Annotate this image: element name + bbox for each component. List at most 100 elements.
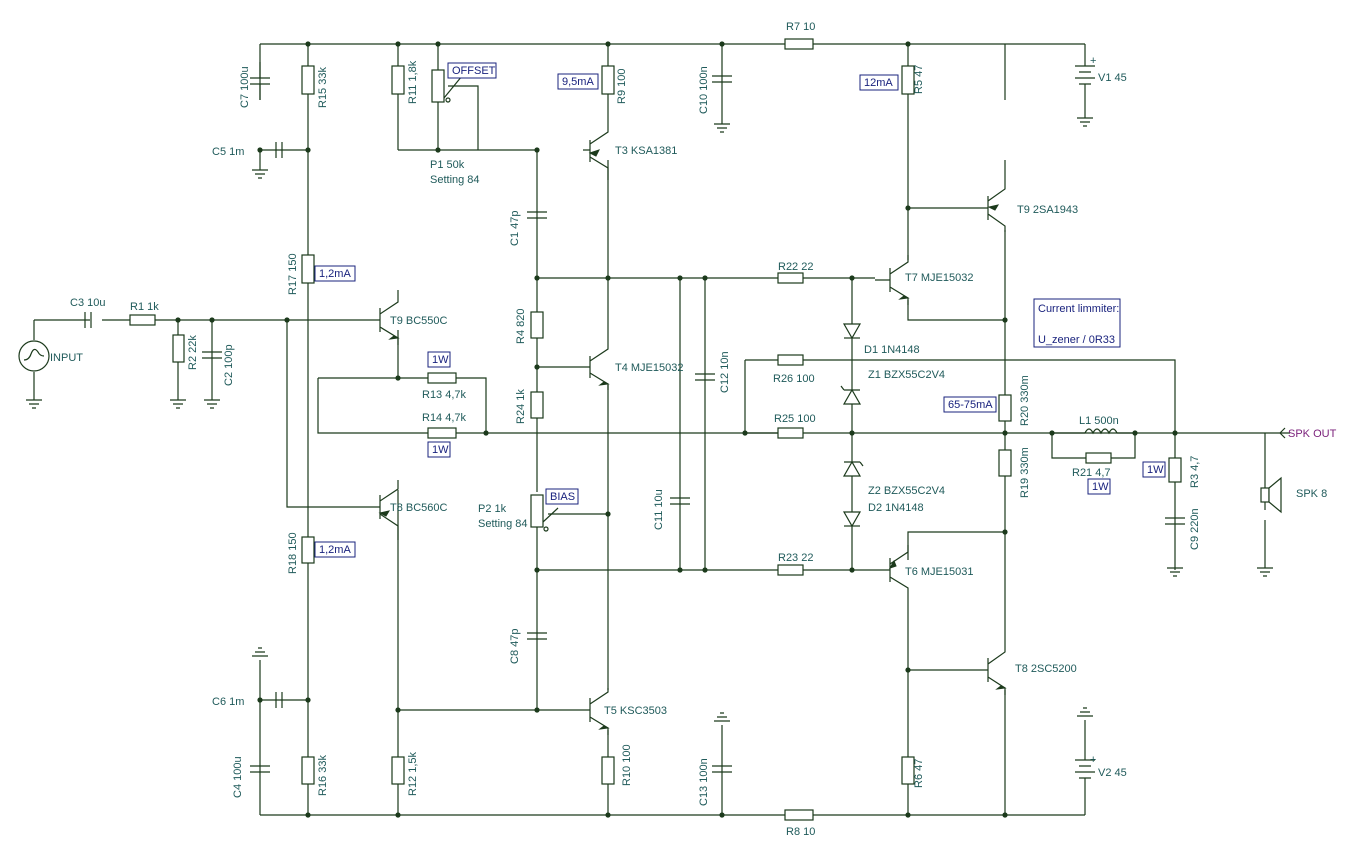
label-r18: R18 150 <box>287 532 299 574</box>
label-t9-in: T9 BC550C <box>390 315 448 327</box>
note-1w-r14: 1W <box>427 441 451 458</box>
label-z2: Z2 BZX55C2V4 <box>868 485 945 497</box>
label-t3: T3 KSA1381 <box>615 145 677 157</box>
capacitor-c9 <box>1165 517 1185 525</box>
label-r25: R25 100 <box>774 413 816 425</box>
svg-text:1W: 1W <box>1092 481 1109 493</box>
label-p1-setting: Setting 84 <box>430 174 480 186</box>
capacitor-c8 <box>527 632 547 640</box>
label-r24: R24 1k <box>515 389 527 424</box>
resistor-r21 <box>1085 452 1112 464</box>
label-r19: R19 330m <box>1019 447 1031 498</box>
resistor-r5 <box>901 65 915 95</box>
transistor-t7 <box>875 255 910 305</box>
battery-v2 <box>1075 759 1095 790</box>
label-l1: L1 500n <box>1079 415 1119 427</box>
label-r2: R2 22k <box>187 335 199 370</box>
resistor-r23 <box>777 564 804 576</box>
resistor-r11 <box>391 65 405 95</box>
potentiometer-wipers <box>443 75 559 532</box>
input-source <box>18 340 50 372</box>
resistor-r12 <box>391 756 405 785</box>
output-port <box>1279 427 1286 439</box>
label-plus1: + <box>1090 55 1096 67</box>
label-r12: R12 1,5k <box>407 751 419 796</box>
label-r6: R6 47 <box>913 759 925 788</box>
label-p2-setting: Setting 84 <box>478 518 528 530</box>
diodes <box>840 323 864 528</box>
transistor-t5 <box>537 688 610 735</box>
note-bias: BIAS <box>545 488 579 505</box>
capacitors <box>84 62 1185 773</box>
resistor-r3 <box>1168 457 1182 483</box>
label-t6: T6 MJE15031 <box>905 566 973 578</box>
label-d1: D1 1N4148 <box>864 344 920 356</box>
label-t5: T5 KSC3503 <box>604 705 667 717</box>
capacitor-c2 <box>202 351 222 359</box>
resistor-r25 <box>777 427 804 439</box>
resistor-r18 <box>301 536 315 564</box>
label-r10: R10 100 <box>621 744 633 786</box>
label-r26: R26 100 <box>773 373 815 385</box>
note-current-limiter: Current limmiter: U_zener / 0R33 <box>1033 298 1121 348</box>
label-c4: C4 100u <box>232 756 244 798</box>
label-p2: P2 1k <box>478 503 507 515</box>
svg-text:U_zener / 0R33: U_zener / 0R33 <box>1038 334 1115 346</box>
label-plus2: + <box>1090 754 1096 766</box>
label-t8-out: T8 2SC5200 <box>1015 663 1077 675</box>
capacitor-c12 <box>695 373 715 381</box>
label-c6: C6 1m <box>212 696 244 708</box>
label-r11: R11 1,8k <box>407 60 419 104</box>
resistor-r2 <box>172 334 185 363</box>
transistor-t9-in <box>372 290 400 345</box>
diode-d2 <box>842 511 862 528</box>
zener-z1 <box>840 385 862 405</box>
note-offset: OFFSET <box>447 62 497 79</box>
capacitor-c10 <box>712 75 732 83</box>
capacitor-c3 <box>84 312 92 328</box>
svg-text:1W: 1W <box>432 444 449 456</box>
resistor-r20 <box>998 394 1012 422</box>
note-1w-r13: 1W <box>427 351 451 368</box>
label-r16: R16 33k <box>317 755 329 796</box>
capacitor-c1 <box>527 211 547 219</box>
resistor-r6 <box>901 756 915 785</box>
label-c3: C3 10u <box>70 297 105 309</box>
label-c9: C9 220n <box>1189 508 1201 550</box>
svg-text:1,2mA: 1,2mA <box>319 544 351 556</box>
label-c2: C2 100p <box>223 344 235 386</box>
ground-symbols <box>26 117 1273 722</box>
label-r13: R13 4,7k <box>422 389 467 401</box>
resistor-r8 <box>784 809 814 821</box>
svg-text:12mA: 12mA <box>864 77 893 89</box>
note-current-9-5ma: 9,5mA <box>557 73 599 90</box>
note-current-1-2ma-top: 1,2mA <box>314 265 356 282</box>
resistor-r4 <box>530 311 544 339</box>
transistor-t8-out <box>980 640 1007 695</box>
label-c7: C7 100u <box>239 66 251 108</box>
label-input: INPUT <box>50 352 83 364</box>
label-t7: T7 MJE15032 <box>905 272 973 284</box>
capacitor-c4 <box>250 765 270 773</box>
note-1w-r3: 1W <box>1142 461 1166 478</box>
svg-text:OFFSET: OFFSET <box>452 65 496 77</box>
diode-d1 <box>842 323 862 340</box>
label-p1: P1 50k <box>430 159 465 171</box>
label-r15: R15 33k <box>317 67 329 108</box>
battery-v1 <box>1075 65 1095 90</box>
label-v1: V1 45 <box>1098 72 1127 84</box>
label-spk-out: SPK OUT <box>1288 428 1337 440</box>
potentiometer-p2[interactable] <box>530 494 544 528</box>
potentiometer-p1[interactable] <box>431 69 445 103</box>
label-r20: R20 330m <box>1019 375 1031 426</box>
svg-text:Current limmiter:: Current limmiter: <box>1038 303 1119 315</box>
transistor-t4 <box>583 340 610 390</box>
junction-dots <box>175 41 1178 818</box>
resistor-r7 <box>784 38 814 50</box>
svg-text:9,5mA: 9,5mA <box>562 76 594 88</box>
label-r4: R4 820 <box>515 309 527 344</box>
capacitor-c6 <box>275 692 283 708</box>
label-r17: R17 150 <box>287 253 299 295</box>
